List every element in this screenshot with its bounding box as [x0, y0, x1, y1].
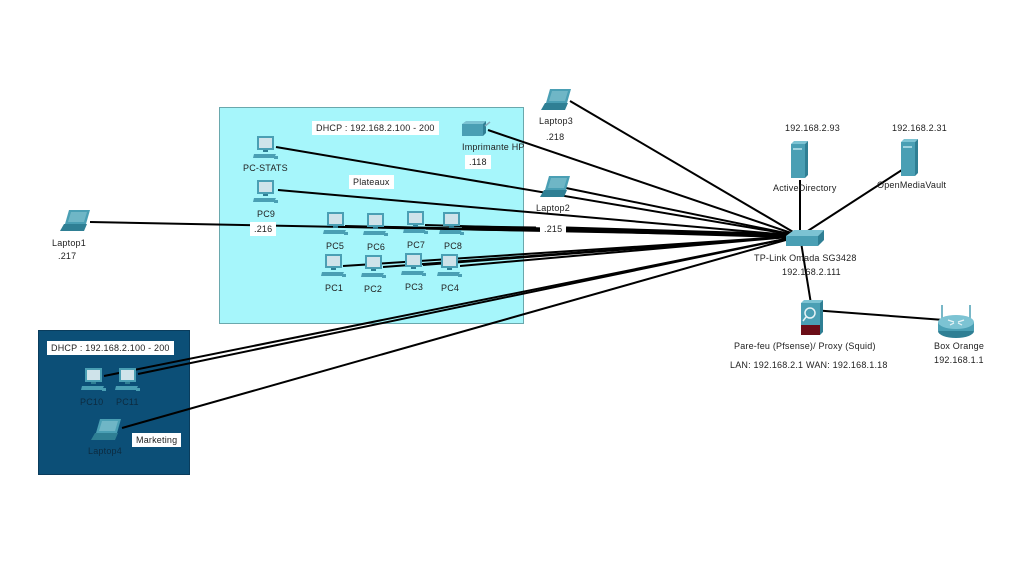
- laptop2-laptop-icon[interactable]: [540, 175, 572, 204]
- omv-server-icon[interactable]: [900, 138, 920, 183]
- omv-ip-label: 192.168.2.31: [888, 121, 951, 135]
- pc4-pc-icon[interactable]: [437, 253, 463, 284]
- link-omv-switch[interactable]: [799, 167, 906, 237]
- pc9-ip-label: .216: [250, 222, 277, 236]
- firewall-label: Pare-feu (Pfsense)/ Proxy (Squid): [734, 341, 876, 351]
- link-pc11-switch[interactable]: [137, 235, 801, 375]
- marketing-dhcp-label: DHCP : 192.168.2.100 - 200: [47, 341, 174, 355]
- pc4-label: PC4: [441, 283, 460, 293]
- link-firewall-router[interactable]: [811, 309, 945, 321]
- link-pc_stats-switch[interactable]: [275, 146, 801, 237]
- pc6-pc-icon[interactable]: [363, 212, 389, 243]
- link-bundle-segment: [565, 226, 801, 239]
- router-router-icon[interactable]: [936, 305, 976, 344]
- pc3-label: PC3: [405, 282, 424, 292]
- link-laptop3-switch[interactable]: [569, 100, 801, 237]
- pc-stats-pc-icon[interactable]: [253, 135, 279, 166]
- pc11-label: PC11: [116, 397, 139, 407]
- ad-label: ActiveDirectory: [773, 183, 837, 193]
- pc1-label: PC1: [325, 283, 344, 293]
- link-pc4-switch[interactable]: [459, 235, 801, 267]
- pc10-label: PC10: [80, 397, 104, 407]
- pc8-label: PC8: [444, 241, 463, 251]
- switch-ip-label: 192.168.2.111: [782, 267, 841, 277]
- laptop3-laptop-icon[interactable]: [541, 88, 573, 117]
- router-ip-label: 192.168.1.1: [934, 355, 984, 365]
- laptop1-label: Laptop1: [52, 238, 86, 248]
- marketing-zone-label: Marketing: [132, 433, 182, 447]
- firewall-ip-label: LAN: 192.168.2.1 WAN: 192.168.1.18: [726, 358, 892, 372]
- pc2-label: PC2: [364, 284, 383, 294]
- pc8-pc-icon[interactable]: [439, 211, 465, 242]
- firewall-firewall-icon[interactable]: [800, 300, 824, 341]
- pc9-pc-icon[interactable]: [253, 179, 279, 210]
- pc7-label: PC7: [407, 240, 426, 250]
- pc2-pc-icon[interactable]: [361, 254, 387, 285]
- pc3-pc-icon[interactable]: [401, 252, 427, 283]
- ad-ip-label: 192.168.2.93: [781, 121, 844, 135]
- ad-server-icon[interactable]: [790, 140, 810, 185]
- pc7-pc-icon[interactable]: [403, 210, 429, 241]
- laptop4-label: Laptop4: [88, 446, 122, 456]
- pc11-pc-icon[interactable]: [115, 367, 141, 398]
- link-laptop4-switch[interactable]: [121, 235, 801, 429]
- laptop3-ip-label: .218: [546, 132, 565, 142]
- pc10-pc-icon[interactable]: [81, 367, 107, 398]
- link-laptop2-switch[interactable]: [565, 187, 801, 237]
- pc5-pc-icon[interactable]: [323, 211, 349, 242]
- pc1-pc-icon[interactable]: [321, 253, 347, 284]
- laptop2-label: Laptop2: [536, 203, 570, 213]
- printer-printer-icon[interactable]: [461, 120, 491, 143]
- link-switch-firewall[interactable]: [799, 235, 813, 311]
- laptop1-ip-label: .217: [58, 251, 77, 261]
- link-pc9-switch[interactable]: [277, 189, 801, 237]
- switch-label: TP-Link Omada SG3428: [754, 253, 857, 263]
- plateaux-dhcp-label: DHCP : 192.168.2.100 - 200: [312, 121, 439, 135]
- omv-label: OpenMediaVault: [877, 180, 947, 190]
- laptop2-ip-label: .215: [540, 222, 567, 236]
- laptop3-label: Laptop3: [539, 116, 573, 126]
- pc-stats-label: PC-STATS: [243, 163, 288, 173]
- laptop1-laptop-icon[interactable]: [60, 209, 92, 238]
- router-label: Box Orange: [934, 341, 985, 351]
- pc6-label: PC6: [367, 242, 386, 252]
- link-bundle-segment: [469, 225, 537, 232]
- pc5-label: PC5: [326, 241, 345, 251]
- printer-ip-label: .118: [465, 155, 491, 169]
- laptop4-laptop-icon[interactable]: [91, 418, 123, 447]
- plateaux-zone-label: Plateaux: [349, 175, 394, 189]
- pc9-label: PC9: [257, 209, 276, 219]
- switch-switch-icon[interactable]: [786, 228, 826, 253]
- printer-label: Imprimante HP: [462, 142, 525, 152]
- link-printer-switch[interactable]: [487, 129, 801, 237]
